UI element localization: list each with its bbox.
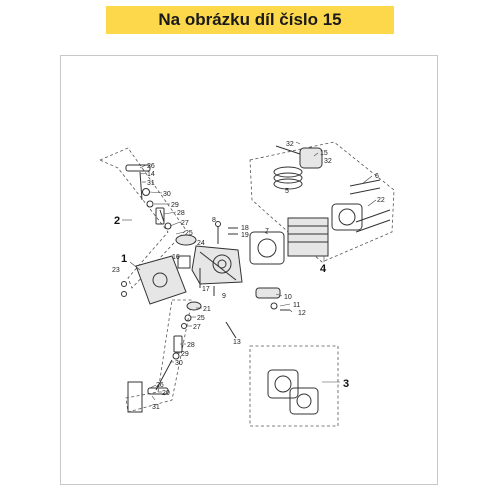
part-label: 5 [285, 188, 289, 195]
group-1-number: 1 [121, 253, 127, 265]
leader-lines [122, 141, 377, 401]
part-label: 30 [175, 360, 183, 367]
title-banner: Na obrázku díl číslo 15 [106, 6, 394, 34]
part-label: 28 [177, 210, 185, 217]
cylinder-assembly [249, 145, 391, 265]
group-3-number: 3 [343, 378, 349, 390]
valve-train-upper [125, 164, 197, 246]
part-label: 18 [241, 225, 249, 232]
part-label: 27 [193, 324, 201, 331]
part-label: 30 [163, 191, 171, 198]
part-label: 14 [147, 171, 155, 178]
part-label: 11 [293, 302, 300, 309]
group-4-number: 4 [320, 263, 327, 275]
group-2-outline [99, 147, 187, 289]
group-4-outline [249, 141, 395, 263]
gasket-set [127, 369, 319, 415]
part-label: 32 [324, 158, 332, 165]
part-label: 28 [187, 342, 195, 349]
diagram-panel [60, 55, 438, 485]
tensioner [225, 287, 290, 339]
part-label: 15 [320, 150, 328, 157]
part-label: 27 [181, 220, 189, 227]
part-label: 20 [162, 390, 170, 397]
part-label: 31 [152, 404, 160, 411]
part-label: 8 [212, 217, 216, 224]
part-label: 32 [286, 141, 294, 148]
part-label: 10 [284, 294, 292, 301]
part-label: 29 [171, 202, 179, 209]
group-2-number: 2 [114, 215, 120, 227]
part-label: 21 [203, 306, 211, 313]
part-label: 12 [298, 310, 306, 317]
title-text: Na obrázku díl číslo 15 [158, 10, 342, 29]
part-label: 16 [172, 254, 180, 261]
part-label: 26 [156, 382, 164, 389]
part-label: 6 [375, 173, 379, 180]
part-label: 29 [181, 351, 189, 358]
cylinder-head [177, 245, 243, 285]
part-label: 19 [241, 232, 249, 239]
part-label: 24 [197, 240, 205, 247]
part-label: 17 [202, 286, 210, 293]
part-label: 7 [265, 228, 269, 235]
head-hardware [199, 221, 238, 296]
part-label: 25 [185, 230, 193, 237]
part-label: 22 [377, 197, 385, 204]
part-label: 25 [197, 315, 205, 322]
part-label: 9 [222, 293, 226, 300]
part-label: 26 [147, 163, 155, 170]
valve-cover [121, 255, 187, 305]
group-3-outline [249, 345, 339, 427]
part-label: 23 [112, 267, 120, 274]
part-label: 31 [147, 180, 155, 187]
part-label: 13 [233, 339, 241, 346]
